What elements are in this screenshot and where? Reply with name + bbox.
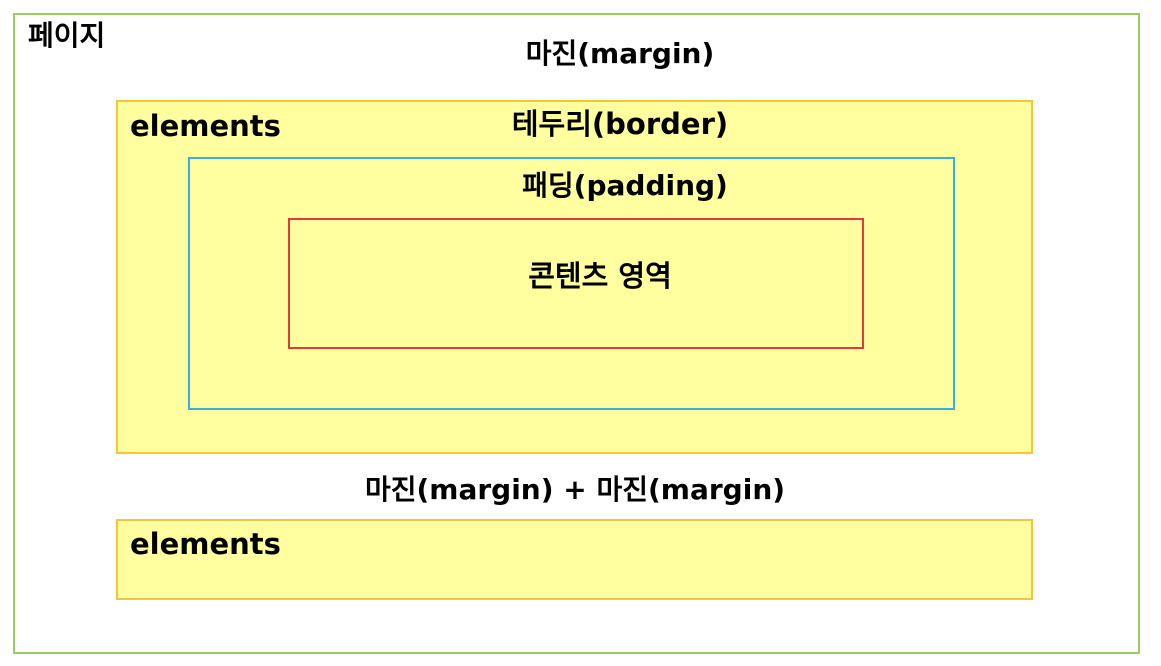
- margin-sum-label: 마진(margin) + 마진(margin): [364, 473, 786, 506]
- element-box-bottom: [116, 519, 1033, 600]
- page-label: 페이지: [28, 19, 106, 52]
- margin-label: 마진(margin): [525, 37, 715, 70]
- elements-label-top: elements: [130, 109, 281, 143]
- content-box: [288, 218, 864, 349]
- padding-label: 패딩(padding): [522, 169, 728, 202]
- elements-label-bottom: elements: [130, 527, 281, 561]
- padding-box: [188, 157, 955, 410]
- content-area-label: 콘텐츠 영역: [528, 259, 672, 293]
- element-box-top: [116, 100, 1033, 454]
- border-label: 테두리(border): [511, 107, 729, 141]
